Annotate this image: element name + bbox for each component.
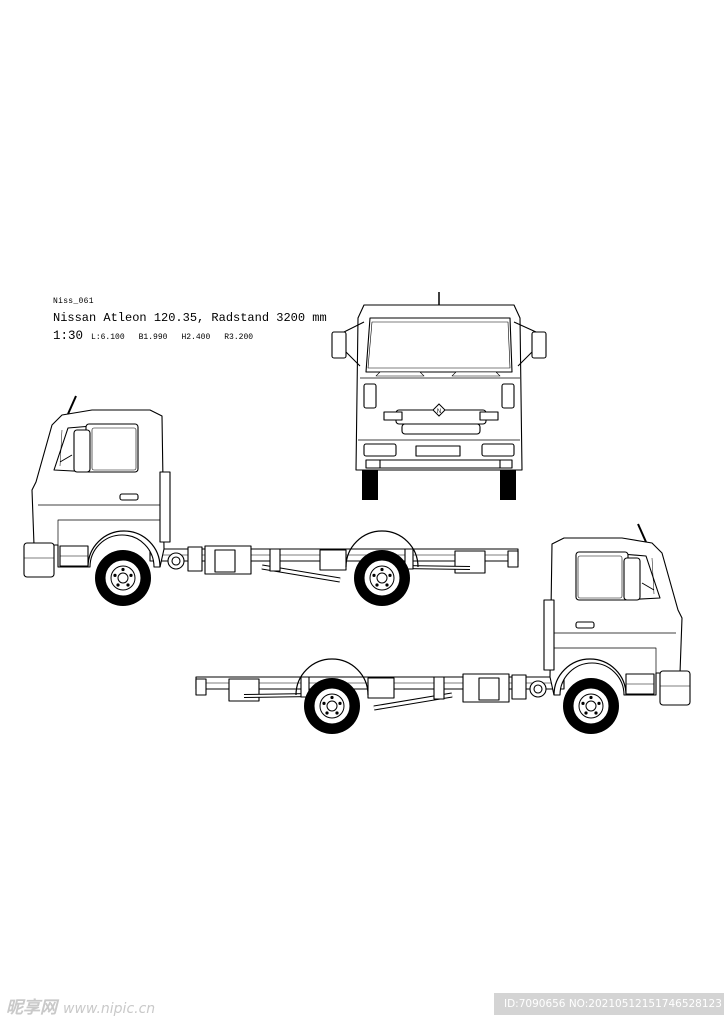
rear-wheel bbox=[353, 549, 411, 607]
emblem-letter: N bbox=[437, 409, 441, 415]
model-title: Nissan Atleon 120.35, Radstand 3200 mm bbox=[53, 311, 327, 325]
spec-length: L:6.100 bbox=[91, 333, 125, 342]
watermark-logo: 昵享网 www.nipic.cn bbox=[6, 993, 155, 1018]
front-wheel bbox=[94, 549, 152, 607]
spec-width: B1.990 bbox=[138, 333, 168, 342]
brand-emblem bbox=[432, 403, 446, 417]
spec-radius: R3.200 bbox=[224, 333, 254, 342]
title-block: Niss_061 Nissan Atleon 120.35, Radstand … bbox=[53, 298, 327, 343]
spec-row: 1:30 L:6.100 B1.990 H2.400 R3.200 bbox=[53, 330, 327, 343]
front-view: N bbox=[331, 291, 547, 500]
rear-wheel-mirror bbox=[303, 677, 361, 735]
front-left-tire bbox=[362, 468, 378, 500]
spec-height: H2.400 bbox=[181, 333, 211, 342]
scale-label: 1:30 bbox=[53, 329, 84, 343]
front-right-tire bbox=[500, 468, 516, 500]
watermark-id: ID:7090656 NO:20210512151746528123 bbox=[494, 993, 724, 1015]
watermark-site: 昵享网 bbox=[6, 998, 57, 1018]
watermark-url: www.nipic.cn bbox=[63, 1001, 156, 1017]
drawing-code: Niss_061 bbox=[53, 297, 94, 306]
front-wheel-mirror bbox=[562, 677, 620, 735]
